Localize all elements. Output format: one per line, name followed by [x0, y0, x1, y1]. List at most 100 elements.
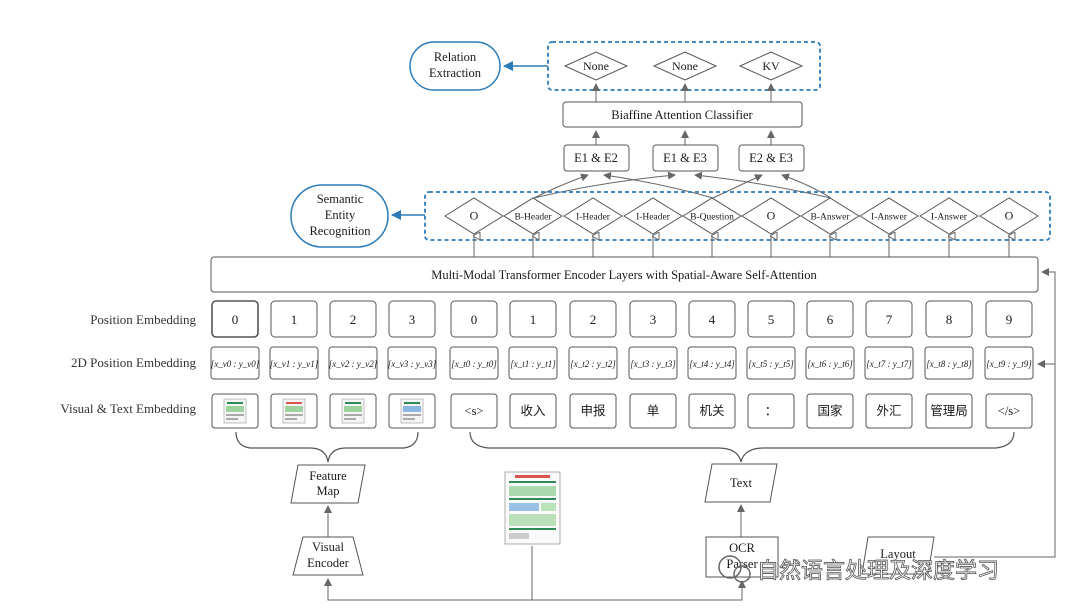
- visual-embedding-1: [270, 393, 318, 429]
- biaffine-classifier-box: [562, 101, 803, 128]
- ser-label-2: Entity: [325, 208, 356, 222]
- text-token: ：: [765, 404, 778, 418]
- ser-tag-3: I-Header: [623, 197, 683, 235]
- layout-node: [861, 536, 935, 575]
- position-2d-value: [x_t9 : y_t9]: [986, 359, 1032, 369]
- ser-label-1: Semantic: [317, 192, 364, 206]
- pair-box-e2-e3-label: E2 & E3: [749, 151, 793, 165]
- text-embedding-10: 国家: [806, 393, 854, 429]
- text-embedding-13: </s>: [985, 393, 1033, 429]
- position-value: 9: [1006, 312, 1013, 327]
- relation-node-3: KV: [738, 51, 804, 81]
- embedding-grid: 0 [x_v0 : y_v0] 1 [x_v1 : y_v1] 2 [x_v2 : y_v…: [210, 300, 1034, 429]
- position-value: 1: [530, 312, 537, 327]
- text-embedding-11: 外汇: [865, 393, 913, 429]
- ocr-parser-label-1: OCR: [729, 541, 755, 555]
- ser-tag-label: B-Question: [690, 213, 734, 223]
- pair-box-e1-e3: [652, 144, 719, 172]
- position-2d-embedding-10: [x_t6 : y_t6]: [805, 346, 855, 380]
- position-embedding-9: 5: [747, 300, 795, 338]
- feature-map-label-1: Feature: [309, 469, 347, 483]
- position-value: 6: [827, 312, 834, 327]
- biaffine-classifier-label: Biaffine Attention Classifier: [611, 108, 753, 122]
- position-2d-embedding-3: [x_v3 : y_v3]: [387, 346, 437, 380]
- source-document-image: [504, 471, 561, 545]
- ser-tag-label: I-Header: [636, 213, 671, 223]
- position-2d-value: [x_v2 : y_v2]: [329, 359, 378, 369]
- relation-node-2: None: [652, 51, 718, 81]
- position-value: 2: [350, 312, 357, 327]
- text-embedding-7: 单: [629, 393, 677, 429]
- pair-box-e1-e3-label: E1 & E3: [663, 151, 707, 165]
- text-token: 外汇: [876, 404, 901, 418]
- position-embedding-6: 2: [569, 300, 617, 338]
- position-2d-value: [x_v1 : y_v1]: [270, 359, 319, 369]
- position-embedding-5: 1: [509, 300, 557, 338]
- position-2d-value: [x_v3 : y_v3]: [388, 359, 437, 369]
- text-embedding-8: 机关: [688, 393, 736, 429]
- ser-tag-label: I-Answer: [931, 213, 968, 223]
- relation-node-3-label: KV: [762, 59, 780, 73]
- position-2d-value: [x_t5 : y_t5]: [748, 359, 794, 369]
- text-brace: [469, 431, 1015, 463]
- document-to-encoders-line: [324, 546, 533, 601]
- row-label-position: Position Embedding: [90, 312, 196, 327]
- text-embedding-9: ：: [747, 393, 795, 429]
- visual-embedding-3: [388, 393, 436, 429]
- ser-tag-label: I-Header: [576, 213, 611, 223]
- text-token: 国家: [817, 403, 843, 418]
- position-2d-embedding-1: [x_v1 : y_v1]: [269, 346, 319, 380]
- visual-brace: [235, 431, 419, 463]
- pair-box-e2-e3: [738, 144, 805, 172]
- ser-tag-8: I-Answer: [919, 197, 979, 235]
- position-value: 7: [886, 312, 893, 327]
- position-2d-value: [x_t7 : y_t7]: [866, 359, 912, 369]
- ser-tag-label: O: [767, 209, 776, 223]
- ser-tag-label: B-Answer: [810, 213, 850, 223]
- position-value: 3: [650, 312, 657, 327]
- ser-tag-1: B-Header: [503, 197, 563, 235]
- layout-node-label: Layout: [880, 547, 916, 561]
- text-embedding-5: 收入: [509, 393, 557, 429]
- relation-extraction-label-2: Extraction: [429, 66, 482, 80]
- position-2d-embedding-7: [x_t3 : y_t3]: [628, 346, 678, 380]
- visual-encoder-node: [292, 536, 364, 576]
- relation-extraction-label-1: Relation: [434, 50, 477, 64]
- position-value: 4: [709, 312, 716, 327]
- position-value: 5: [768, 312, 775, 327]
- ser-tag-6: B-Answer: [800, 197, 860, 235]
- position-2d-value: [x_t1 : y_t1]: [510, 359, 556, 369]
- position-embedding-4: 0: [450, 300, 498, 338]
- ser-tag-7: I-Answer: [859, 197, 919, 235]
- visual-patch-thumbnail: [282, 398, 306, 424]
- position-value: 3: [409, 312, 416, 327]
- text-token: 管理局: [930, 403, 968, 418]
- position-2d-embedding-13: [x_t9 : y_t9]: [984, 346, 1034, 380]
- feature-map-label-2: Map: [317, 484, 340, 498]
- ocr-parser-node: [705, 536, 779, 578]
- relation-extraction-node: [409, 41, 501, 91]
- position-value: 0: [232, 312, 239, 327]
- entity-pair-connectors: [533, 171, 832, 199]
- row-label-visual-text: Visual & Text Embedding: [60, 401, 196, 416]
- feature-map-node: [290, 464, 366, 504]
- visual-embedding-0: [211, 393, 259, 429]
- visual-patch-thumbnail: [341, 398, 365, 424]
- position-2d-embedding-2: [x_v2 : y_v2]: [328, 346, 378, 380]
- ser-tag-label: O: [470, 209, 479, 223]
- position-value: 2: [590, 312, 597, 327]
- text-token: <s>: [465, 404, 484, 418]
- position-2d-value: [x_v0 : y_v0]: [211, 359, 260, 369]
- layout-feedback-line: [934, 268, 1056, 558]
- ser-tag-label: I-Answer: [871, 213, 908, 223]
- position-2d-embedding-11: [x_t7 : y_t7]: [864, 346, 914, 380]
- visual-encoder-label-1: Visual: [312, 540, 344, 554]
- position-2d-value: [x_t0 : y_t0]: [451, 359, 497, 369]
- text-node-label: Text: [730, 476, 753, 490]
- text-node: [704, 463, 778, 503]
- ser-tag-5: O: [741, 197, 801, 235]
- watermark: 自然语言处理及深度学习: [718, 555, 999, 584]
- position-2d-value: [x_t2 : y_t2]: [570, 359, 616, 369]
- position-2d-value: [x_t3 : y_t3]: [630, 359, 676, 369]
- ser-tag-2: I-Header: [563, 197, 623, 235]
